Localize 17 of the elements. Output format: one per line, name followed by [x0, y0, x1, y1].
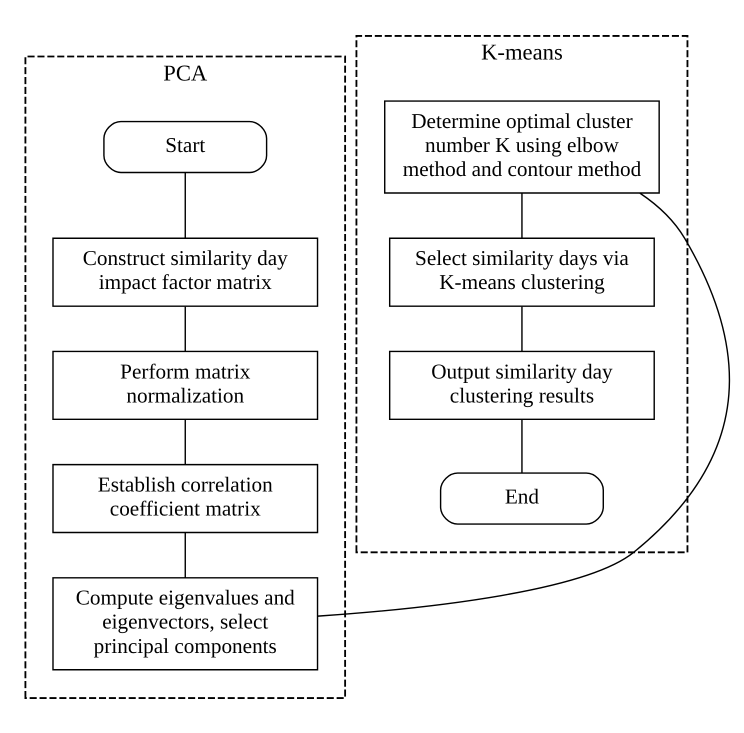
node-box: Perform matrix normalization — [52, 350, 318, 420]
connector — [184, 532, 186, 577]
connector — [521, 419, 523, 472]
node-box: Compute eigenvalues and eigenvectors, select principal components — [52, 576, 318, 670]
node-box: Start — [103, 120, 268, 173]
connector — [184, 172, 186, 238]
connector — [318, 192, 730, 616]
connector — [521, 192, 523, 238]
node-box: Establish correlation coefficient matrix — [52, 463, 318, 533]
node-box: Output similarity day clustering results — [388, 350, 655, 420]
node-box: End — [440, 472, 604, 524]
node-box: Determine optimal cluster number K using elbow method and contour method — [384, 100, 660, 194]
node-box: Construct similarity day impact factor matrix — [52, 237, 318, 306]
connector — [521, 306, 523, 351]
connector — [184, 419, 186, 464]
node-box: Select similarity days via K-means clustering — [388, 237, 655, 306]
connector — [184, 306, 186, 351]
